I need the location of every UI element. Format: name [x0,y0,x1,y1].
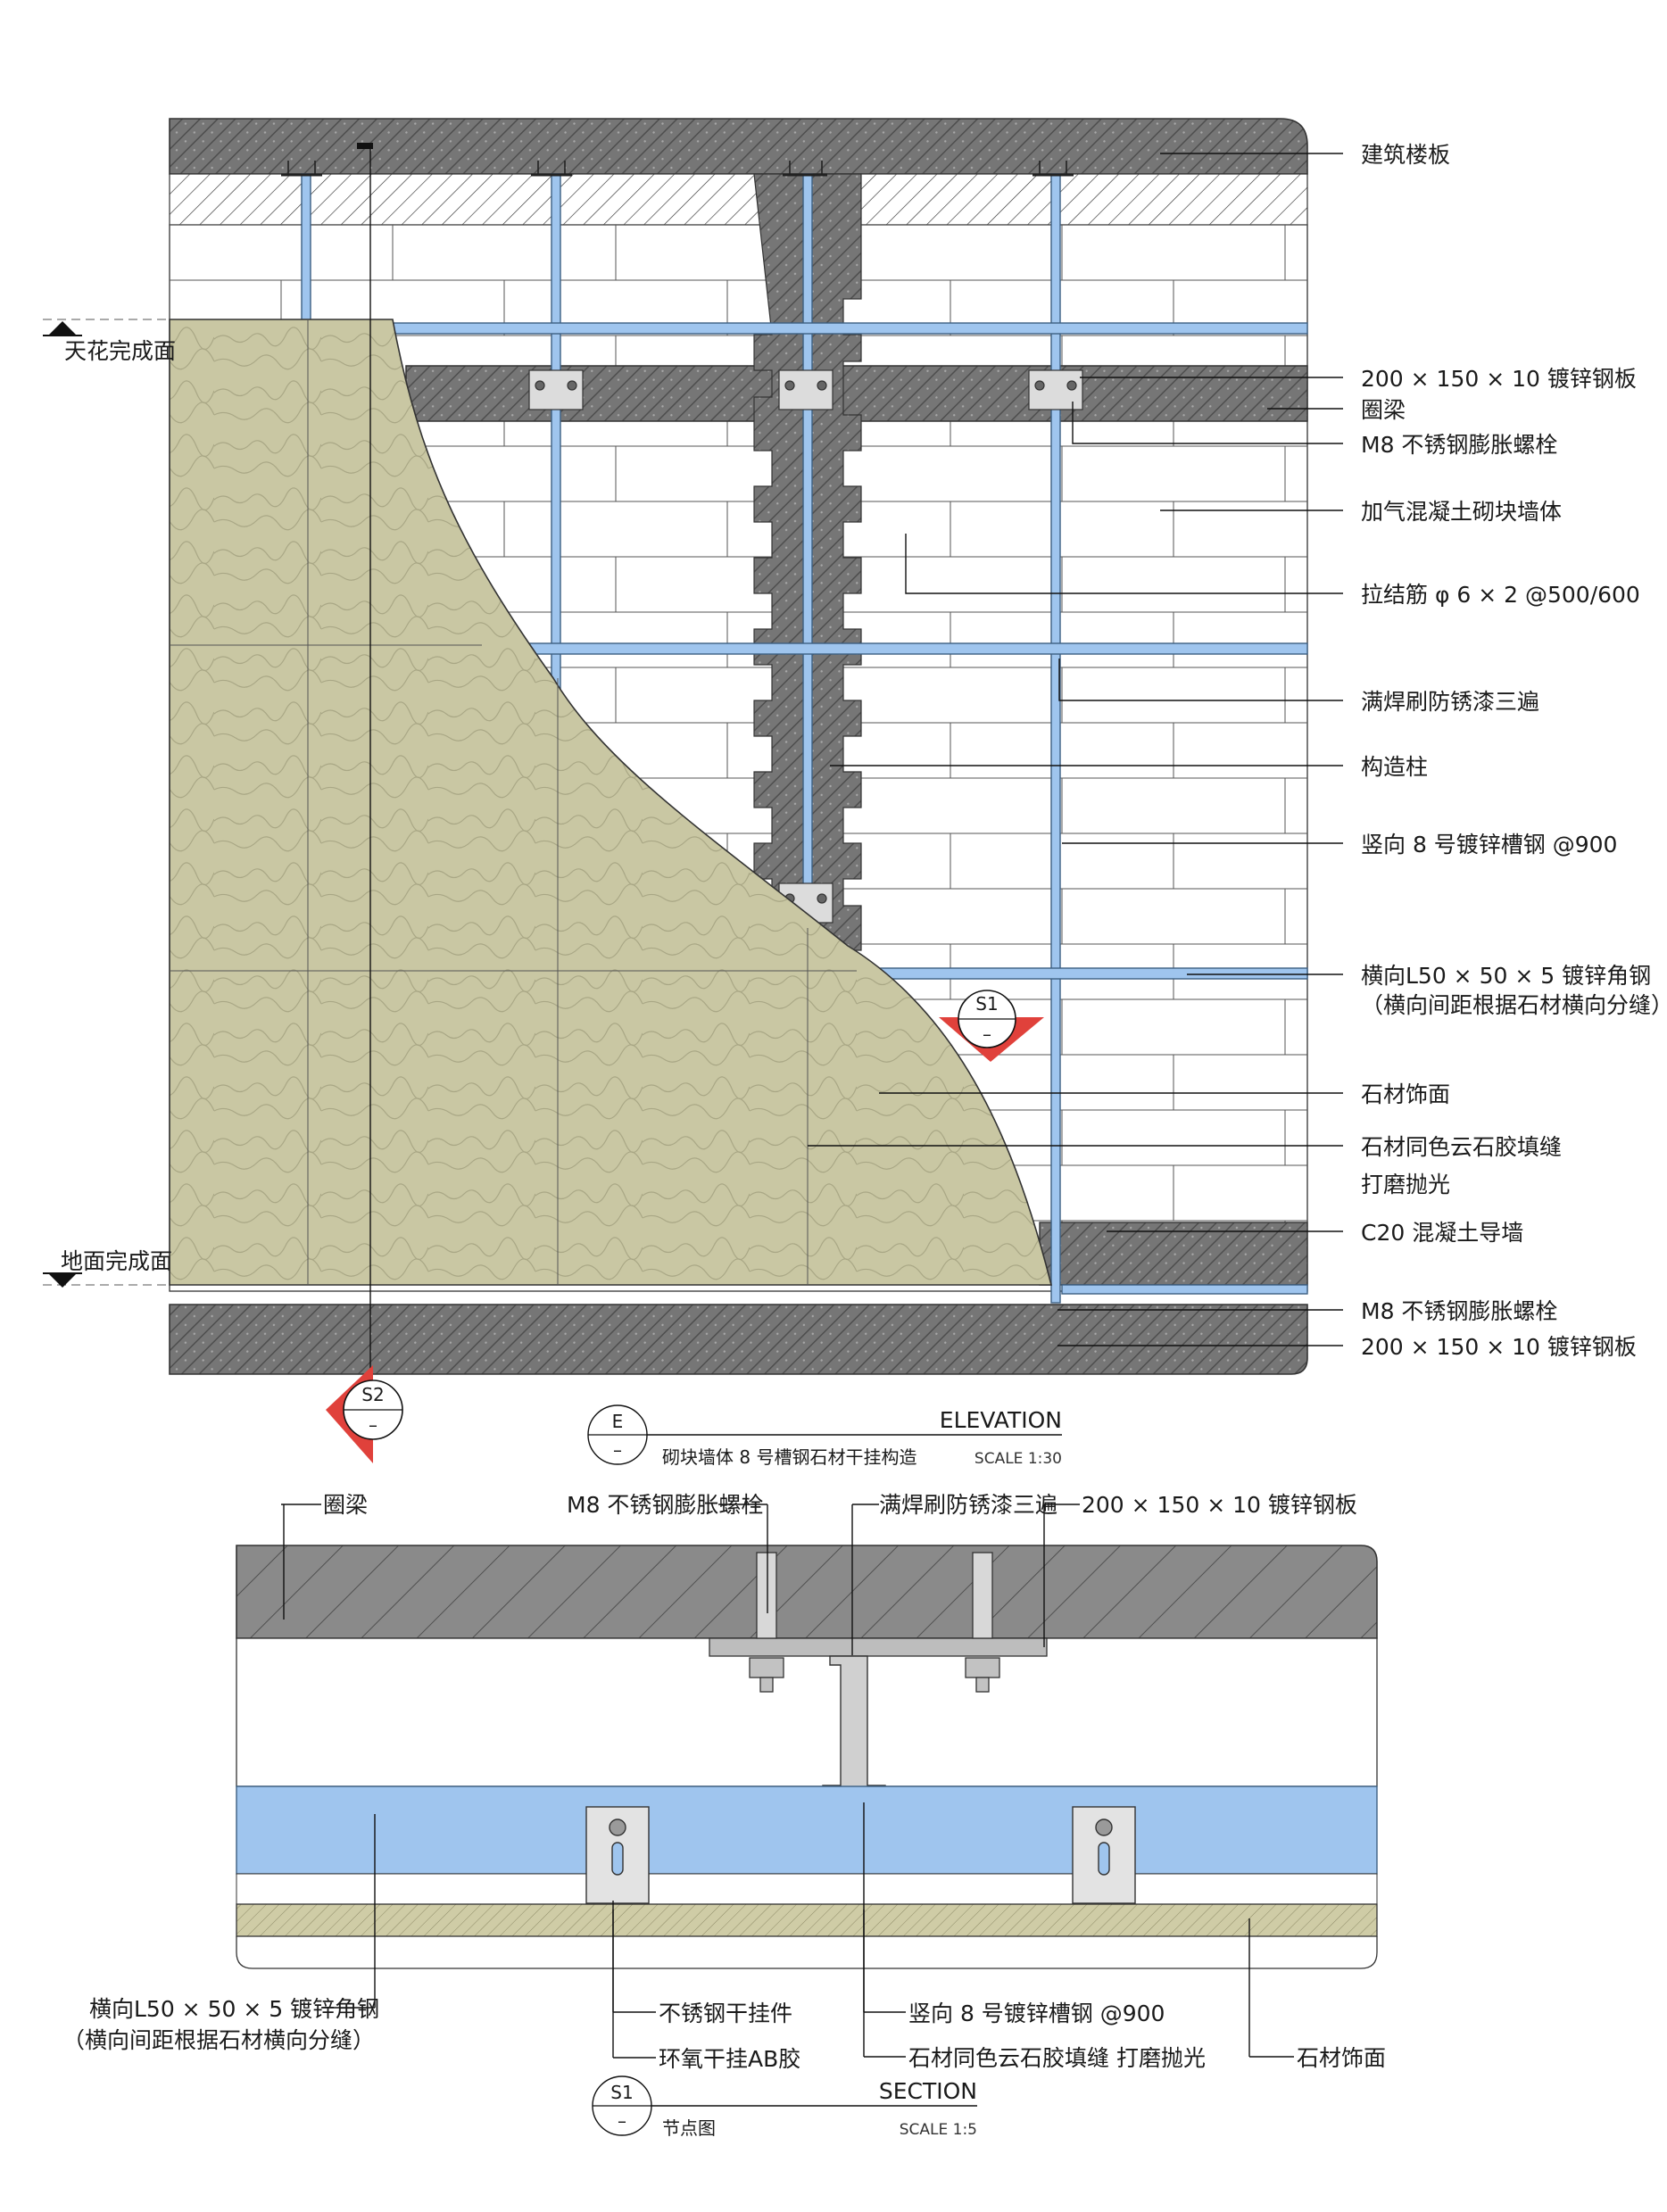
label-stone-joint-2: 打磨抛光 [1361,1172,1450,1197]
steel-plate-brackets [528,369,1083,924]
elevation-view: 天花完成面 地面完成面 S1 – S2 – [43,118,1667,1468]
label-floor-slab: 建筑楼板 [1361,142,1450,168]
s2-section-marker: S2 – [326,1365,403,1463]
horizontal-angle-1 [392,322,1308,335]
sec-label-steel-plate: 200 × 150 × 10 镀锌钢板 [1082,1492,1357,1518]
section-gap-strip [236,1873,1378,1905]
floor-slab-bottom [169,1304,1308,1375]
section-leaders [281,1504,1294,2059]
label-anchor-bolt-bottom: M8 不锈钢膨胀螺栓 [1361,1298,1557,1324]
section-title-sheet: – [618,2110,626,2132]
vertical-channel-4 [1050,173,1061,1304]
ceiling-level-label: 天花完成面 [64,338,176,364]
label-aac-block-wall: 加气混凝土砌块墙体 [1361,499,1562,525]
s2-marker-id: S2 [361,1384,384,1405]
s2-cut-tick [357,143,373,149]
elevation-title-scale: SCALE 1:30 [974,1450,1062,1468]
section-title-code: S1 [610,2082,633,2103]
section-cavity [236,1637,1378,1787]
s1-section-marker: S1 – [939,990,1044,1062]
elevation-title-type: ELEVATION [940,1407,1062,1433]
s1-marker-sheet: – [983,1023,991,1045]
horizontal-angle-4 [1061,1284,1308,1295]
section-ss-brackets [585,1806,1136,1904]
section-title-type: SECTION [879,2078,977,2104]
slab-hatch-band [169,173,1308,226]
section-ring-beam [236,1545,1378,1639]
sec-label-stone-joint: 石材同色云石胶填缝 打磨抛光 [908,2045,1206,2071]
sec-label-weld: 满焊刷防锈漆三遍 [879,1492,1057,1518]
section-horizontal-angle [236,1785,1378,1875]
section-steel-plate [709,1637,1048,1657]
elevation-title-name: 砌块墙体 8 号槽钢石材干挂构造 [662,1446,916,1468]
s1-marker-id: S1 [975,993,998,1015]
elevation-title-code: E [612,1411,624,1432]
sec-label-epoxy: 环氧干挂AB胶 [659,2046,800,2072]
label-steel-plate-bottom: 200 × 150 × 10 镀锌钢板 [1361,1334,1637,1360]
ceiling-level-marker: 天花完成面 [43,319,176,364]
horizontal-angle-2 [479,642,1308,655]
elevation-leaders [808,153,1343,1346]
sec-label-stone-finish: 石材饰面 [1297,2045,1386,2071]
vertical-channel-1 [301,173,311,322]
section-stone-finish [236,1903,1378,1937]
elevation-annotations: 建筑楼板 200 × 150 × 10 镀锌钢板 圈梁 M8 不锈钢膨胀螺栓 加… [1361,142,1667,1360]
label-steel-plate-top: 200 × 150 × 10 镀锌钢板 [1361,366,1637,392]
label-stone-joint-1: 石材同色云石胶填缝 [1361,1134,1562,1160]
section-annotations: 圈梁 M8 不锈钢膨胀螺栓 满焊刷防锈漆三遍 200 × 150 × 10 镀锌… [62,1492,1386,2072]
s2-marker-sheet: – [369,1414,377,1436]
elevation-title-block: E – ELEVATION 砌块墙体 8 号槽钢石材干挂构造 SCALE 1:3… [587,1404,1062,1468]
steel-frame [301,173,1308,1304]
floor-slab-top [169,118,1308,175]
label-tie-bar: 拉结筋 φ 6 × 2 @500/600 [1361,582,1640,608]
label-horizontal-angle: 横向L50 × 50 × 5 镀锌角钢 [1361,963,1651,989]
horizontal-angle-3 [856,967,1308,980]
label-stone-finish: 石材饰面 [1361,1081,1450,1107]
section-title-block: S1 – SECTION 节点图 SCALE 1:5 [592,2075,977,2139]
section-bottom-edge [236,1936,1378,1969]
sec-label-vertical-channel: 竖向 8 号镀锌槽钢 @900 [908,2001,1165,2026]
stone-finish-panel [169,319,1053,1286]
label-vertical-channel: 竖向 8 号镀锌槽钢 @900 [1361,832,1617,857]
label-anchor-bolt-top: M8 不锈钢膨胀螺栓 [1361,432,1557,458]
section-view: 圈梁 M8 不锈钢膨胀螺栓 满焊刷防锈漆三遍 200 × 150 × 10 镀锌… [62,1492,1386,2139]
sec-label-anchor-bolt: M8 不锈钢膨胀螺栓 [567,1492,763,1518]
label-c20-curb: C20 混凝土导墙 [1361,1220,1523,1246]
stone-joints [170,319,857,1285]
sec-label-horizontal-angle-note: （横向间距根据石材横向分缝） [62,2027,375,2053]
sec-label-ring-beam: 圈梁 [323,1492,368,1518]
floor-level-label: 地面完成面 [61,1248,172,1274]
section-title-scale: SCALE 1:5 [900,2121,977,2139]
label-horizontal-angle-note: （横向间距根据石材横向分缝） [1361,992,1667,1018]
sec-label-ss-bracket: 不锈钢干挂件 [659,2001,792,2026]
sec-label-horizontal-angle: 横向L50 × 50 × 5 镀锌角钢 [89,1996,379,2022]
section-title-name: 节点图 [662,2117,716,2139]
section-anchor-bolts [749,1552,1000,1693]
label-structural-column: 构造柱 [1361,754,1428,780]
label-weld: 满焊刷防锈漆三遍 [1361,689,1539,715]
label-ring-beam: 圈梁 [1361,397,1406,423]
floor-level-marker: 地面完成面 [43,1248,172,1288]
elevation-title-sheet: – [613,1439,622,1461]
c20-concrete-curb [1039,1222,1308,1286]
anchor-bolts-top [281,161,1074,177]
vertical-channel-3 [802,173,813,947]
